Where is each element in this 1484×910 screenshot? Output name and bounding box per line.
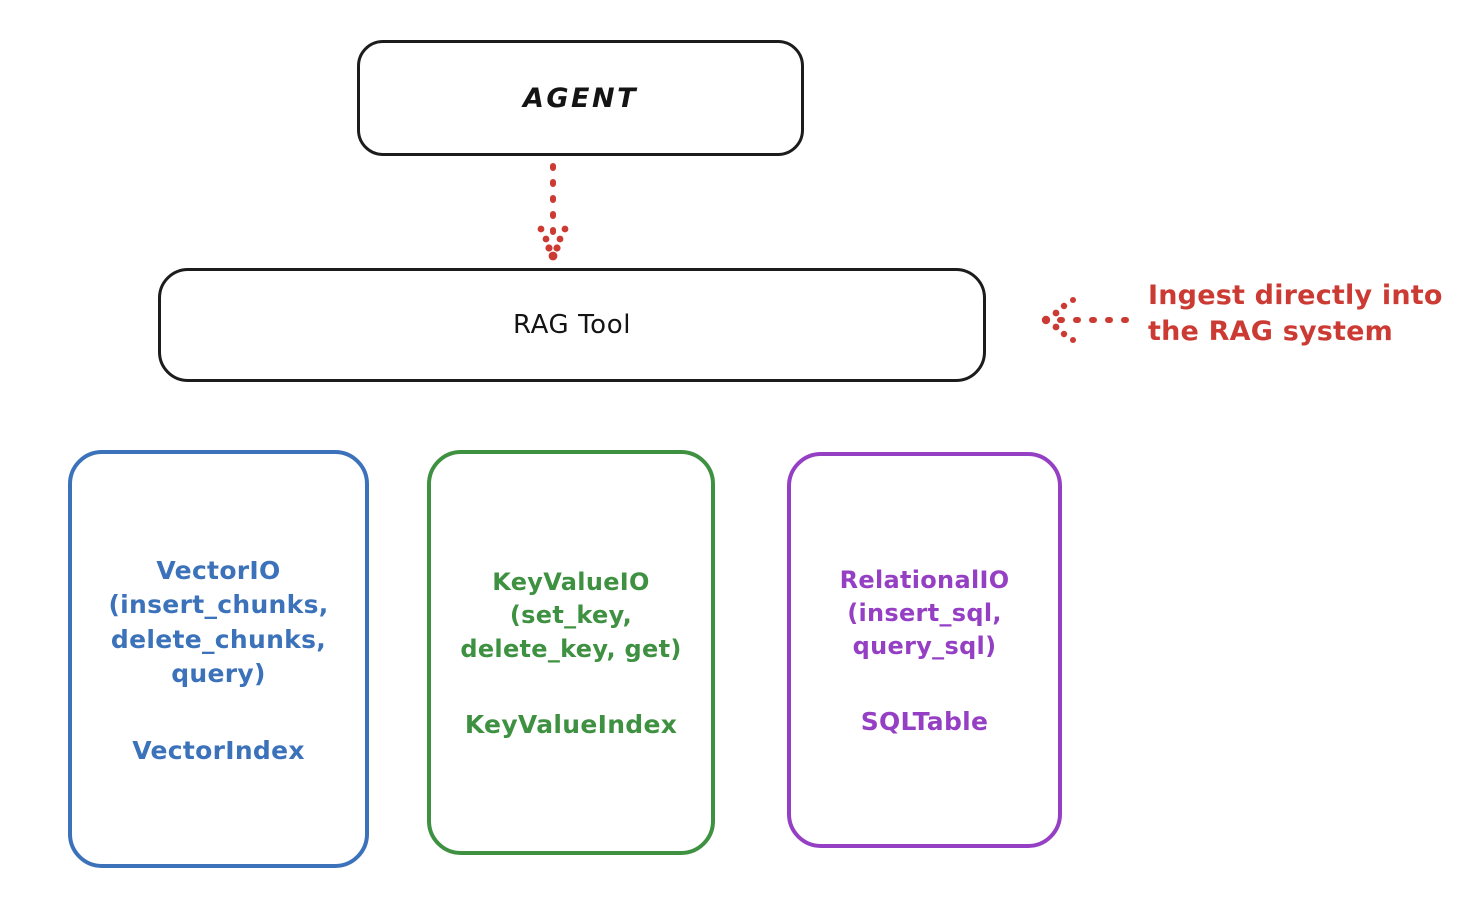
- agent-label: AGENT: [522, 82, 638, 114]
- agent-to-rag-tool-arrow: [537, 163, 569, 261]
- sql-table-label: SQLTable: [860, 707, 989, 737]
- vector-io-box[interactable]: VectorIO (insert_chunks, delete_chunks, …: [68, 450, 369, 868]
- key-value-index-label: KeyValueIndex: [464, 709, 678, 739]
- ingest-arrow-icon: [1041, 297, 1133, 343]
- relational-io-box[interactable]: RelationalIO (insert_sql, query_sql) SQL…: [787, 452, 1062, 848]
- relational-io-api-label: RelationalIO (insert_sql, query_sql): [839, 565, 1010, 661]
- rag-tool-box[interactable]: RAG Tool: [158, 268, 986, 382]
- ingest-annotation-text: Ingest directly into the RAG system: [1148, 280, 1443, 348]
- key-value-io-box[interactable]: KeyValueIO (set_key, delete_key, get) Ke…: [427, 450, 715, 855]
- rag-tool-label: RAG Tool: [512, 310, 632, 340]
- key-value-io-api-label: KeyValueIO (set_key, delete_key, get): [460, 568, 682, 663]
- vector-io-api-label: VectorIO (insert_chunks, delete_chunks, …: [108, 555, 329, 689]
- vector-index-label: VectorIndex: [132, 735, 305, 765]
- agent-box[interactable]: AGENT: [357, 40, 804, 156]
